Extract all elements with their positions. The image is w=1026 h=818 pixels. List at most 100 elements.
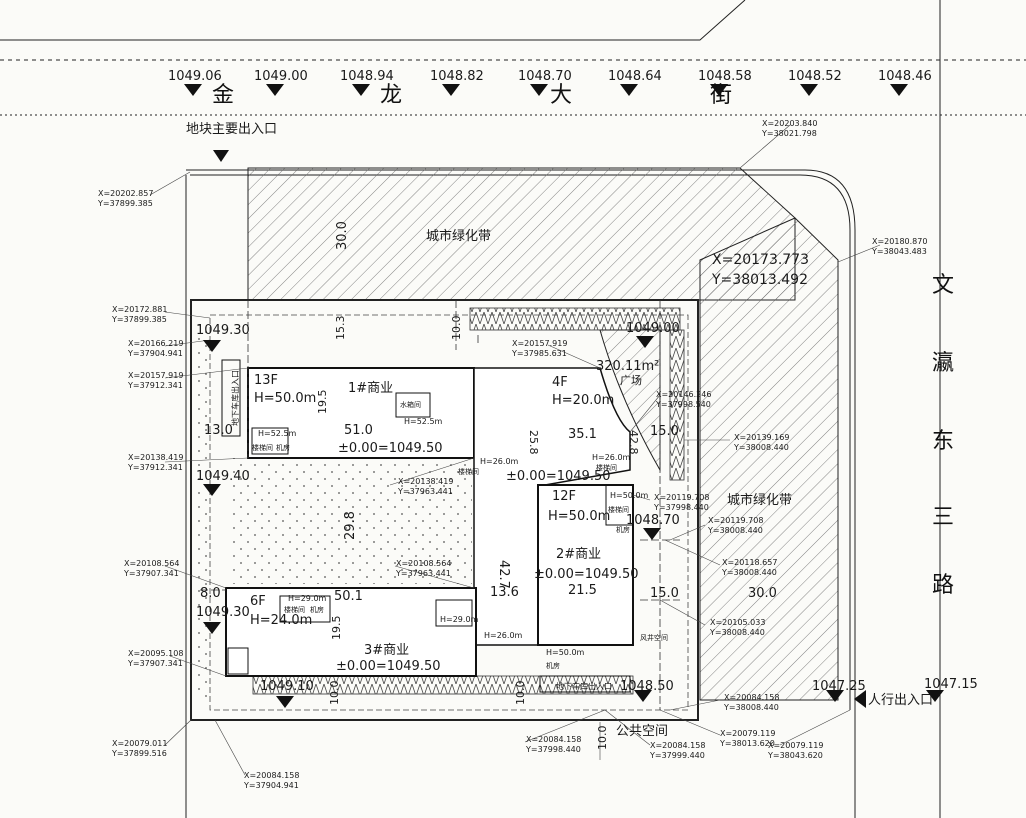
b1-machine: 机房 — [276, 443, 290, 452]
coord-12-y: Y=37963.441 — [397, 487, 453, 496]
dim-2: 15.3 — [334, 316, 347, 341]
site-boundary — [190, 299, 699, 721]
coord-11-x: X=20138.419 — [128, 453, 183, 462]
b3-sub-height-2: H=29.0m — [440, 615, 479, 624]
coord-5-y: Y=37899.385 — [111, 315, 167, 324]
coord-24-y: Y=38043.620 — [767, 751, 823, 760]
b4-height: H=20.0m — [552, 393, 614, 408]
coord-13-y: Y=37998.440 — [653, 503, 709, 512]
b1-sub-height-1: H=52.5m — [404, 417, 443, 426]
top-elevation-markers — [184, 84, 908, 96]
top-elev-1: 1049.06 — [168, 69, 222, 84]
coord-22-x: X=20084.158 — [650, 741, 705, 750]
top-elev-7: 1048.58 — [698, 69, 752, 84]
b3-machine: 机房 — [310, 605, 324, 614]
top-elev-8: 1048.52 — [788, 69, 842, 84]
coord-4-x: X=20173.773 — [712, 252, 809, 268]
coord-1-y: Y=38021.798 — [761, 129, 817, 138]
coord-4-y: Y=38013.492 — [711, 272, 808, 288]
dim-10: 15.0 — [650, 586, 679, 601]
b1-sub-height-2: H=52.5m — [258, 429, 297, 438]
road-east-char-1: 文 — [932, 273, 954, 298]
coord-13-x: X=20119.708 — [654, 493, 709, 502]
building-2-core — [605, 484, 634, 526]
coord-8-y: Y=37985.631 — [511, 349, 567, 358]
garage-ramp-bottom — [539, 675, 631, 693]
b4-depth: 25.8 — [527, 430, 540, 455]
top-elev-5: 1048.70 — [518, 69, 572, 84]
b3-elev: ±0.00=1049.50 — [336, 659, 441, 674]
building-3-outline — [225, 587, 477, 677]
coord-22-y: Y=37999.440 — [649, 751, 705, 760]
coord-25-x: X=20079.011 — [112, 739, 167, 748]
green-belt-top-label: 城市绿化带 — [426, 228, 491, 244]
coord-2-y: Y=37899.385 — [97, 199, 153, 208]
coord-16-y: Y=37907.341 — [123, 569, 179, 578]
coord-16-x: X=20108.564 — [124, 559, 179, 568]
plaza-label: 广场 — [620, 373, 642, 387]
road-east-char-4: 三 — [932, 505, 954, 530]
b4-floors: 4F — [552, 375, 568, 390]
coord-10-y: Y=38008.440 — [733, 443, 789, 452]
b2-width: 21.5 — [568, 583, 597, 598]
coord-19-y: Y=37907.341 — [127, 659, 183, 668]
coord-19-x: X=20095.108 — [128, 649, 183, 658]
planting-strip-right — [669, 329, 685, 481]
dim-5: 29.8 — [343, 511, 358, 540]
b4-machine: 机房 — [546, 661, 560, 670]
dim-14: 10.0 — [514, 681, 527, 706]
coord-8-x: X=20157.919 — [512, 339, 567, 348]
road-name-north: 金 龙 大 街 — [212, 83, 732, 108]
building-2-outline — [537, 484, 634, 646]
site-elev-9: 1047.15 — [924, 677, 978, 692]
dim-15: 10.0 — [596, 726, 609, 751]
road-north-char-1: 金 — [212, 83, 234, 108]
coord-15-y: Y=38008.440 — [721, 568, 777, 577]
b2-machine: 机房 — [616, 525, 630, 534]
site-elev-2: 1049.40 — [196, 469, 250, 484]
building-2-labels: 12F H=50.0m 2#商业 ±0.00=1049.50 21.5 H=50… — [534, 489, 649, 598]
b4-stair-2: 楼梯间 — [596, 463, 617, 472]
road-north-char-4: 街 — [710, 83, 732, 108]
building-3-core — [279, 595, 331, 623]
site-elev-8: 1047.25 — [812, 679, 866, 694]
b1-height: H=50.0m — [254, 391, 316, 406]
dim-3: 10.0 — [450, 316, 463, 341]
top-elev-6: 1048.64 — [608, 69, 662, 84]
pedestrian-entrance-label: 人行出入口 — [868, 693, 933, 708]
b3-name: 3#商业 — [364, 643, 409, 658]
dim-6: 42.7 — [496, 560, 511, 589]
coord-15-x: X=20118.657 — [722, 558, 777, 567]
top-elev-2: 1049.00 — [254, 69, 308, 84]
b1-stair: 楼梯间 — [252, 443, 273, 452]
main-entrance-arrow — [213, 150, 229, 162]
coord-20-x: X=20084.158 — [724, 693, 779, 702]
lawn-strip-left — [196, 320, 210, 700]
garage-ramp-left — [221, 359, 241, 437]
b2-stair: 楼梯间 — [608, 505, 629, 514]
b4-sub-height-1: H=26.0m — [480, 457, 519, 466]
road-north-char-3: 大 — [550, 83, 572, 108]
coord-9-y: Y=37998.540 — [655, 400, 711, 409]
b3-width: 50.1 — [334, 589, 363, 604]
pedestrian-entrance-arrow — [854, 690, 866, 708]
building-1-outline — [247, 367, 475, 459]
road-east-char-2: 瀛 — [932, 351, 954, 376]
coord-18-x: X=20105.033 — [710, 618, 765, 627]
b1-depth: 19.5 — [316, 390, 329, 415]
b3-floors: 6F — [250, 594, 266, 609]
top-elev-4: 1048.82 — [430, 69, 484, 84]
coord-6-x: X=20166.219 — [128, 339, 183, 348]
site-elev-1: 1049.30 — [196, 323, 250, 338]
lawn-area — [230, 458, 472, 584]
coord-6-y: Y=37904.941 — [127, 349, 183, 358]
dim-7: 13.6 — [490, 585, 519, 600]
building-3-core-2 — [435, 599, 473, 627]
coord-3-x: X=20180.870 — [872, 237, 927, 246]
dim-13: 10.0 — [328, 681, 341, 706]
coord-23-x: X=20079.119 — [720, 729, 775, 738]
b2-height: H=50.0m — [548, 509, 610, 524]
b4-room: 风井空间 — [640, 633, 668, 642]
